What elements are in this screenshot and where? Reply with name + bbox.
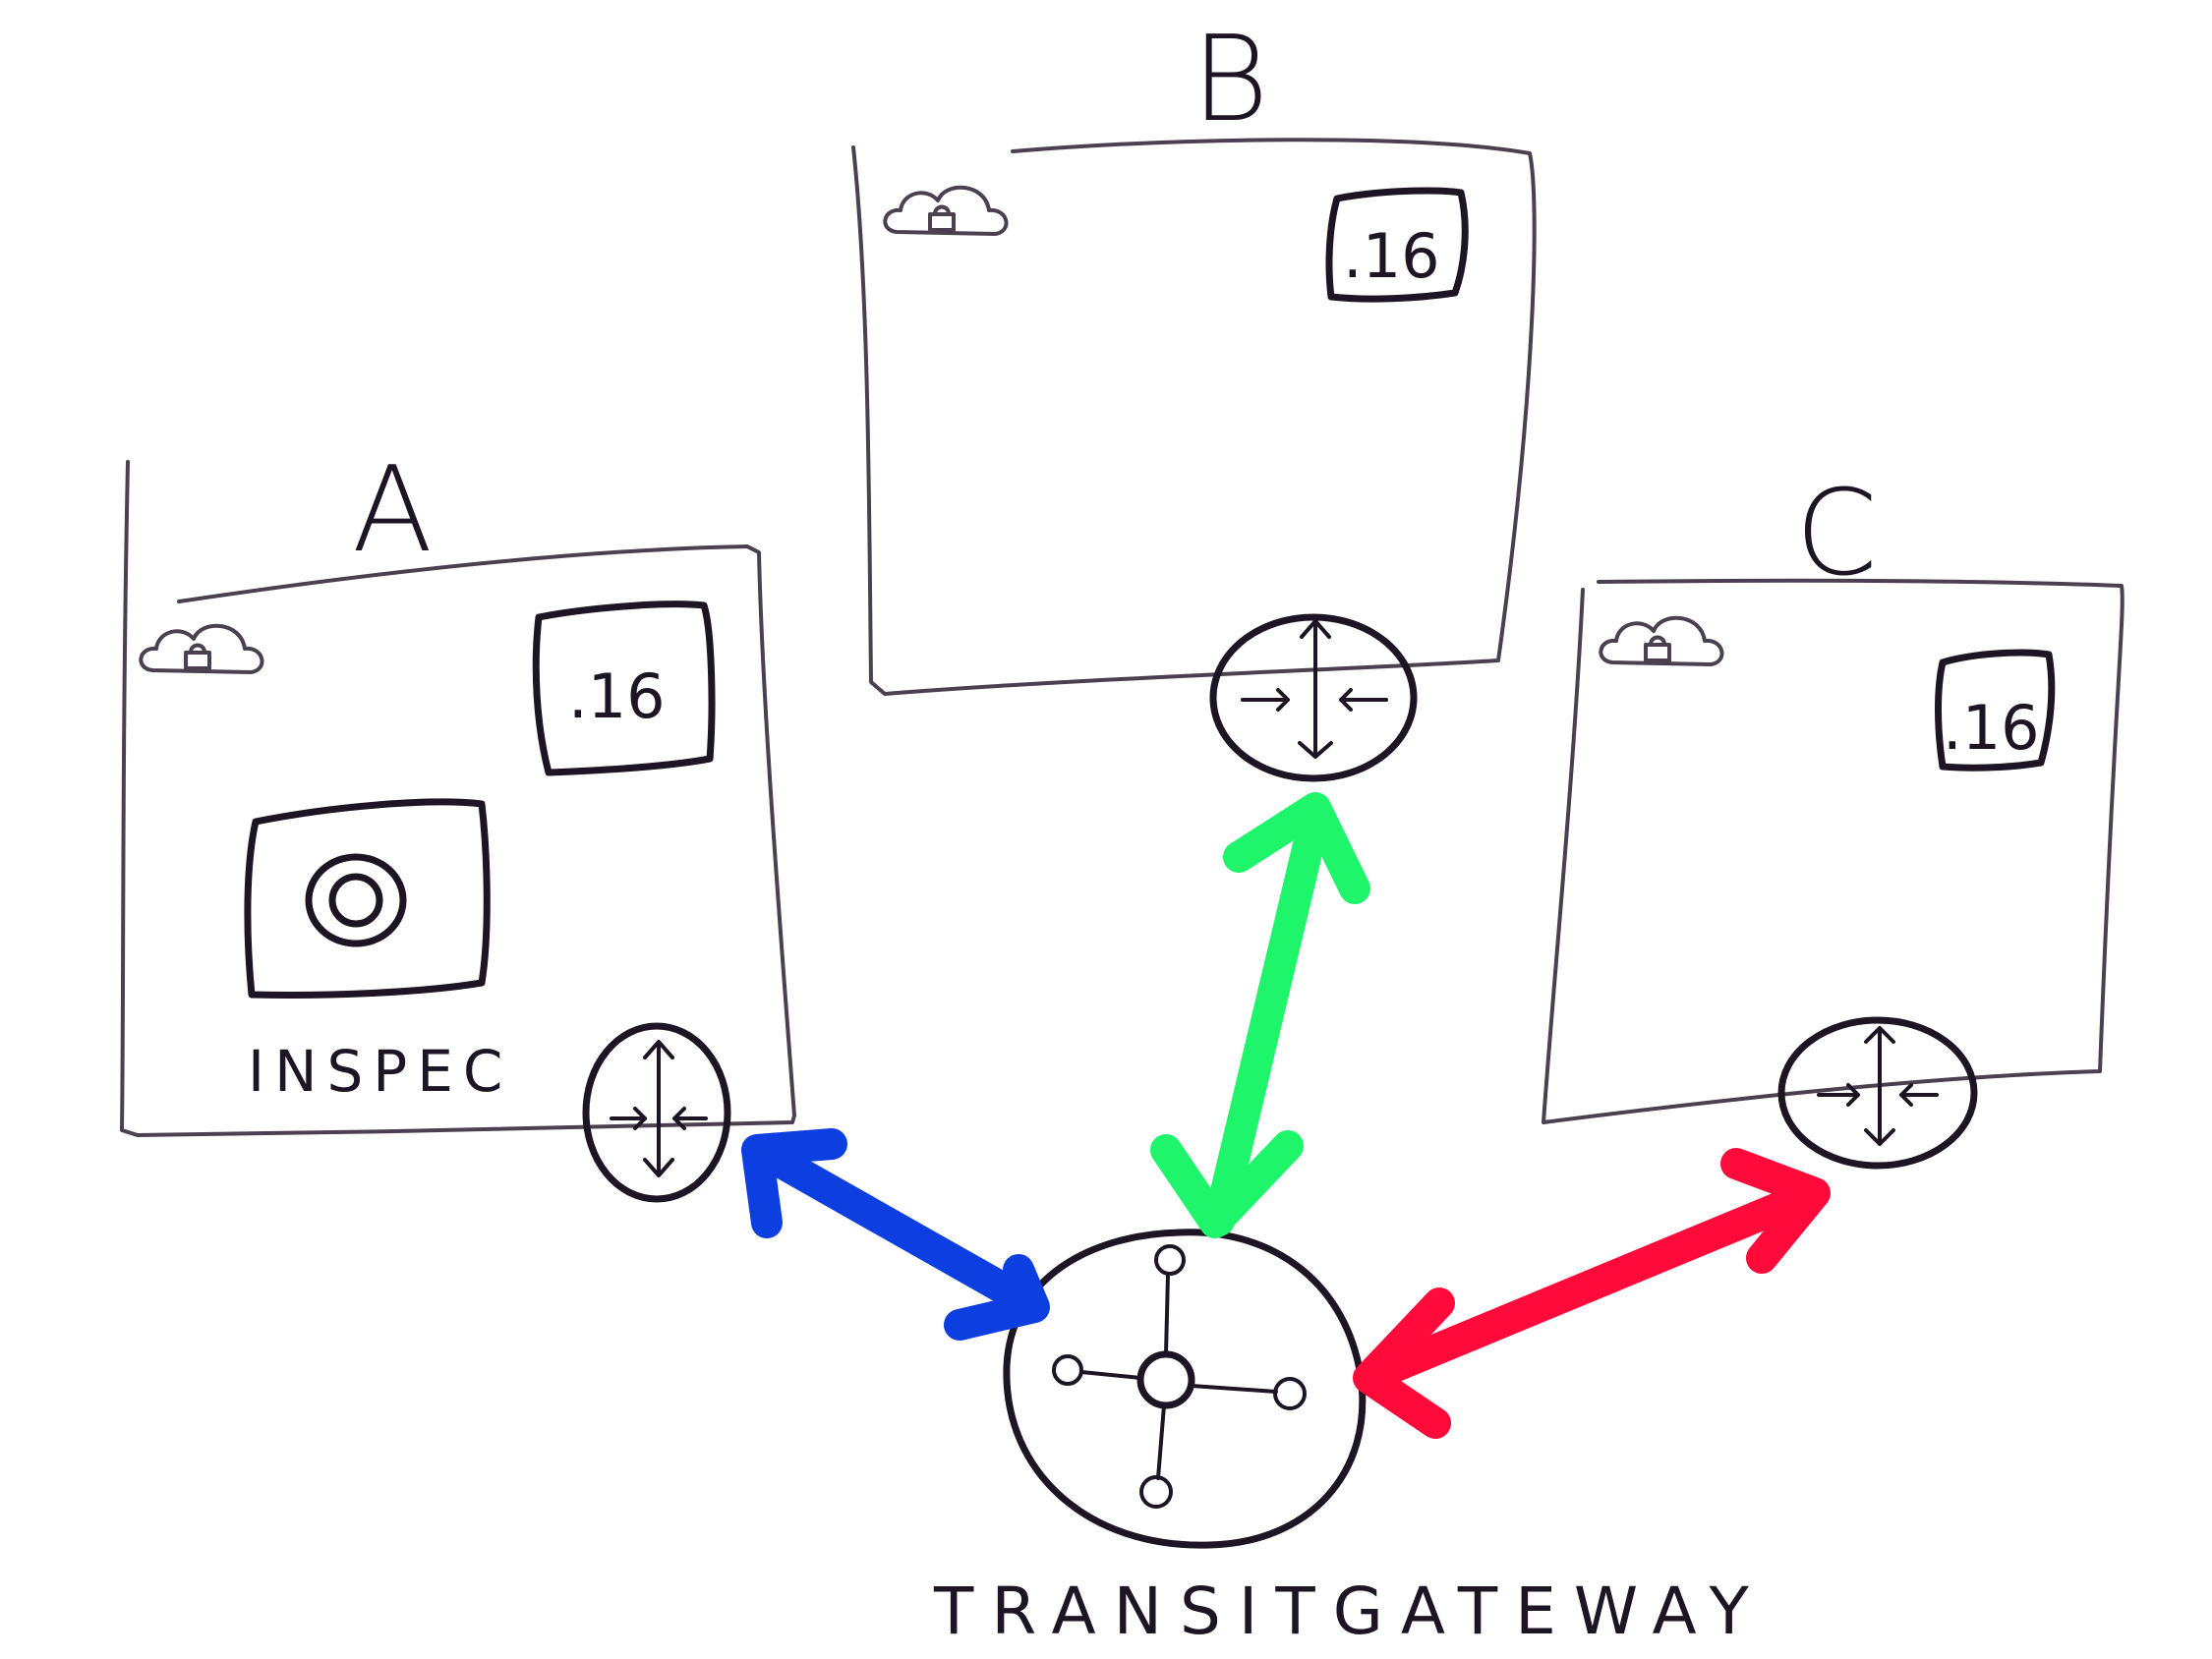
vpc-router-icon — [1777, 1016, 1978, 1170]
link-a-hub — [741, 1128, 1050, 1341]
vpc-c-cidr: .16 — [1943, 692, 2040, 764]
vpc-c-frame — [1542, 578, 2125, 1124]
vpc-b-frame — [851, 138, 1537, 696]
cloud-lock-icon — [883, 185, 1009, 236]
vpc-c: C .16 — [1542, 466, 2125, 1170]
cloud-lock-icon — [139, 623, 264, 674]
cloud-lock-icon — [1599, 615, 1724, 666]
link-b-hub — [1150, 792, 1370, 1238]
vpc-b-label: B — [1192, 12, 1269, 148]
vpc-b-cidr: .16 — [1343, 220, 1440, 292]
subnet-box-icon: .16 — [1935, 649, 2056, 772]
vpc-router-icon — [1209, 613, 1418, 782]
inspection-label: INSPEC — [248, 1038, 512, 1105]
subnet-box-icon: .16 — [532, 601, 716, 776]
vpc-a-label: A — [352, 442, 433, 579]
transit-gateway-label: TRANSITGATEWAY — [933, 1573, 1767, 1649]
vpc-c-label: C — [1795, 466, 1878, 602]
subnet-box-icon: .16 — [1325, 187, 1469, 303]
inspection-appliance-icon — [244, 798, 491, 999]
vpc-a: A .16 INSPEC — [120, 442, 796, 1203]
vpc-a-frame — [120, 460, 796, 1137]
link-c-hub — [1353, 1148, 1831, 1439]
vpc-b: B .16 — [851, 12, 1537, 782]
vpc-a-cidr: .16 — [568, 660, 666, 732]
transit-gateway-hub-icon — [1003, 1229, 1367, 1549]
vpc-router-icon — [582, 1022, 731, 1203]
